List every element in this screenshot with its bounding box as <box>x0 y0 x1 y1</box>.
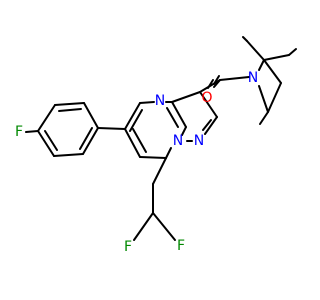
bond <box>204 116 218 135</box>
bond <box>152 212 176 241</box>
bond <box>79 127 93 150</box>
atom-n-pyrazole: N <box>194 133 204 149</box>
bond <box>129 109 143 132</box>
molecule-structure: N N N N O F F F <box>15 36 297 255</box>
bond <box>165 147 172 159</box>
bond <box>246 40 265 61</box>
bond <box>25 130 39 133</box>
atom-n-pyrimidine: N <box>155 93 165 109</box>
bond <box>82 127 99 155</box>
bond <box>267 82 282 113</box>
bond <box>44 130 58 151</box>
bond <box>139 156 167 159</box>
bond <box>219 76 250 81</box>
atom-n-indoline: N <box>248 70 258 86</box>
bond <box>263 59 282 84</box>
bond <box>258 85 269 113</box>
bond <box>54 102 85 106</box>
bond <box>288 48 297 56</box>
bond <box>213 79 221 88</box>
bond <box>37 104 56 132</box>
atom-o-carbonyl: O <box>201 90 212 106</box>
bond <box>171 91 201 103</box>
bond <box>58 108 82 112</box>
bonds <box>25 36 297 241</box>
bond <box>139 101 155 104</box>
atom-f-right: F <box>177 238 185 254</box>
atom-f-left: F <box>124 239 132 255</box>
bond <box>97 127 126 130</box>
bond <box>202 119 212 131</box>
bond <box>124 128 141 158</box>
bond <box>181 126 187 136</box>
atom-f-aryl: F <box>15 124 23 140</box>
atom-labels: N N N N O F F F <box>15 70 258 255</box>
bond <box>83 102 99 129</box>
bond <box>166 107 179 128</box>
bond <box>242 36 248 42</box>
atom-n-bridge: N <box>173 133 183 149</box>
bond <box>133 212 154 241</box>
bond <box>37 130 55 157</box>
bond <box>132 128 147 153</box>
bond <box>171 101 187 128</box>
bond <box>53 153 84 157</box>
bond <box>259 111 269 125</box>
bond <box>207 79 214 89</box>
bond <box>124 102 141 130</box>
bond <box>199 91 218 118</box>
bond <box>213 75 220 85</box>
bond <box>263 54 290 61</box>
bond <box>258 59 265 71</box>
bond <box>152 157 167 185</box>
